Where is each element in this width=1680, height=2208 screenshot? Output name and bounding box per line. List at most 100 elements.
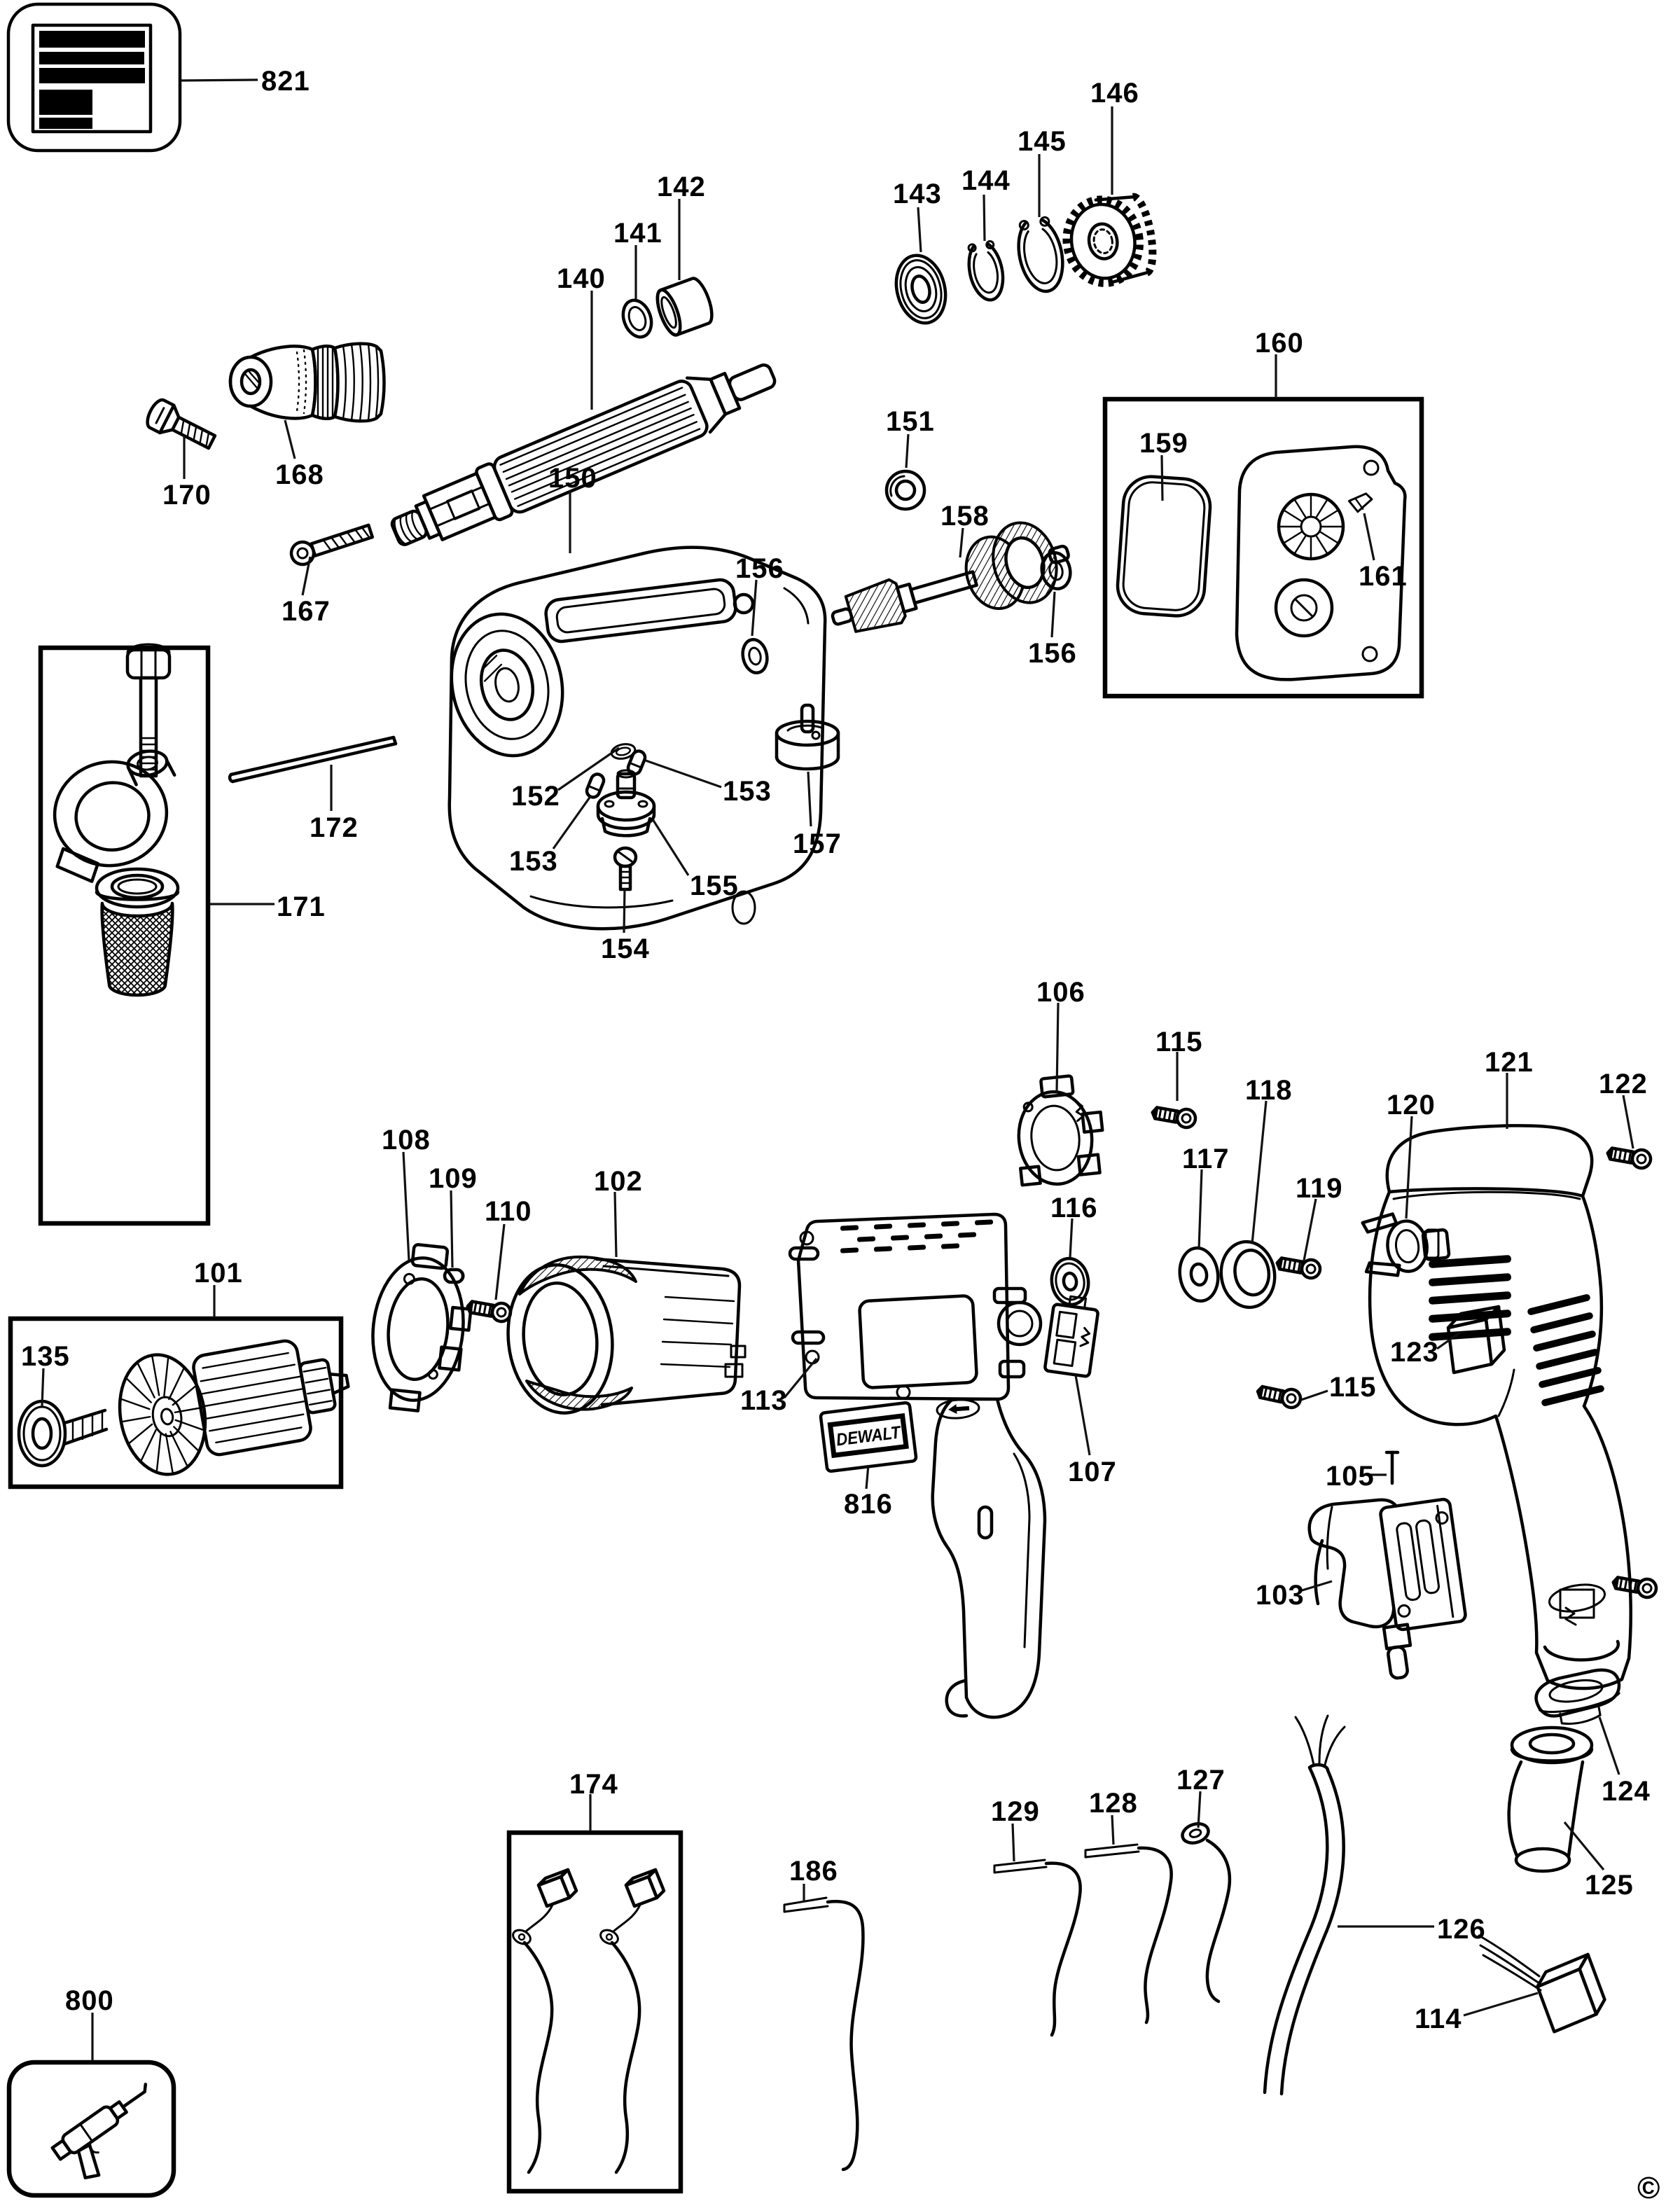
part-label-120: 120 bbox=[1387, 1090, 1436, 1120]
part-label-115-upper: 115 bbox=[1155, 1027, 1203, 1057]
part-label-102: 102 bbox=[594, 1166, 643, 1197]
nameplate-821-drawing bbox=[6, 2, 182, 153]
bearing-156-right-drawing bbox=[1040, 550, 1072, 591]
bearing-143-drawing bbox=[894, 254, 947, 325]
part-label-167: 167 bbox=[282, 596, 331, 627]
field-102-drawing bbox=[506, 1255, 747, 1415]
screw-170-drawing bbox=[146, 398, 217, 450]
bearing-151-drawing bbox=[884, 469, 926, 511]
part-label-151: 151 bbox=[886, 406, 935, 437]
chuck-168-drawing bbox=[228, 342, 386, 423]
housing-screw-lower-drawing bbox=[1611, 1574, 1658, 1599]
part-label-161: 161 bbox=[1359, 561, 1408, 592]
part-label-129: 129 bbox=[991, 1796, 1040, 1827]
part-label-146: 146 bbox=[1090, 78, 1139, 109]
part-label-105: 105 bbox=[1326, 1461, 1375, 1492]
part-label-113: 113 bbox=[740, 1385, 788, 1416]
part-label-156-right: 156 bbox=[1028, 638, 1077, 669]
wire-127-drawing bbox=[1181, 1822, 1232, 2004]
drill-icon-800-drawing bbox=[50, 2083, 148, 2180]
part-label-103: 103 bbox=[1256, 1580, 1305, 1611]
sidehandle-grip-drawing bbox=[95, 867, 180, 997]
part-label-153-left: 153 bbox=[509, 846, 558, 877]
part-label-154: 154 bbox=[601, 933, 650, 964]
housing-113-drawing bbox=[788, 1212, 1047, 1719]
part-label-128: 128 bbox=[1089, 1788, 1138, 1819]
part-label-109: 109 bbox=[429, 1163, 478, 1194]
housing-cover-121-drawing bbox=[1368, 1124, 1632, 1690]
screw-167-drawing bbox=[289, 523, 375, 567]
baffle-108-drawing bbox=[371, 1243, 473, 1412]
washer-117-drawing bbox=[1178, 1246, 1220, 1303]
bearing-116-drawing bbox=[1050, 1256, 1090, 1307]
part-label-126: 126 bbox=[1437, 1914, 1486, 1945]
cam-157-drawing bbox=[775, 703, 840, 771]
part-label-816: 816 bbox=[844, 1489, 893, 1520]
copyright-mark: © bbox=[1637, 2171, 1660, 2205]
part-label-108: 108 bbox=[382, 1125, 431, 1155]
part-label-152: 152 bbox=[511, 781, 560, 812]
plug-114-drawing bbox=[1478, 1934, 1606, 2034]
gearcase-150-drawing bbox=[447, 546, 827, 931]
bearing-156-left-drawing bbox=[741, 638, 769, 674]
part-label-124: 124 bbox=[1602, 1776, 1651, 1807]
bearing-135-drawing bbox=[17, 1399, 67, 1468]
brush-set-174-drawing bbox=[512, 1868, 666, 2174]
part-label-125: 125 bbox=[1585, 1870, 1634, 1901]
part-label-155: 155 bbox=[690, 870, 739, 901]
part-label-141: 141 bbox=[613, 218, 662, 249]
gearshaft-158-drawing bbox=[831, 521, 1070, 633]
screw-110-drawing bbox=[466, 1298, 512, 1323]
cord-guard-125-drawing bbox=[1507, 1726, 1594, 1873]
part-label-171: 171 bbox=[277, 891, 326, 922]
ring-118-drawing bbox=[1219, 1240, 1277, 1310]
screw-122-drawing bbox=[1606, 1144, 1652, 1169]
wire-186-drawing bbox=[783, 1896, 865, 2172]
part-label-142: 142 bbox=[657, 172, 706, 202]
part-label-821: 821 bbox=[261, 66, 310, 97]
screw-161-drawing bbox=[1347, 492, 1373, 513]
part-label-116: 116 bbox=[1050, 1193, 1098, 1223]
cord-126-drawing bbox=[1263, 1714, 1346, 2096]
brush-ring-106-drawing bbox=[1017, 1074, 1104, 1187]
part-label-106: 106 bbox=[1036, 977, 1085, 1008]
part-label-115-lower: 115 bbox=[1329, 1372, 1377, 1403]
part-label-135: 135 bbox=[21, 1341, 70, 1372]
group-box-174 bbox=[506, 1830, 683, 2194]
part-label-158: 158 bbox=[940, 501, 990, 532]
spindle-lock-155-drawing bbox=[596, 769, 656, 838]
part-label-159: 159 bbox=[1139, 428, 1188, 459]
screw-119-drawing bbox=[1275, 1254, 1321, 1279]
group-box-171 bbox=[38, 645, 211, 1226]
cord-clamp-124-drawing bbox=[1534, 1668, 1621, 1725]
sleeve-142-drawing bbox=[655, 277, 714, 337]
group-box-101 bbox=[8, 1316, 344, 1490]
sidehandle-clamp-drawing bbox=[53, 749, 176, 883]
gear-146-drawing bbox=[1062, 193, 1157, 287]
spindle-140-drawing bbox=[390, 363, 777, 546]
part-label-157: 157 bbox=[793, 828, 842, 859]
part-label-168: 168 bbox=[275, 459, 324, 490]
gearcase-back-drawing bbox=[1235, 445, 1407, 681]
part-label-186: 186 bbox=[789, 1856, 838, 1887]
oring-141-drawing bbox=[621, 298, 653, 339]
part-label-117: 117 bbox=[1182, 1144, 1230, 1174]
part-label-172: 172 bbox=[310, 812, 359, 843]
part-label-123: 123 bbox=[1390, 1337, 1439, 1368]
wire-129-drawing bbox=[993, 1859, 1082, 2037]
part-label-156-left: 156 bbox=[735, 553, 784, 584]
part-label-110: 110 bbox=[485, 1196, 532, 1227]
part-label-153-right: 153 bbox=[723, 776, 772, 807]
gasket-159-drawing bbox=[1116, 475, 1212, 618]
screw-115b-drawing bbox=[1256, 1382, 1302, 1409]
ring-145-drawing bbox=[1017, 216, 1064, 293]
group-box-800 bbox=[6, 2060, 176, 2198]
brush-holder-107-drawing bbox=[1043, 1295, 1099, 1378]
part-label-122: 122 bbox=[1599, 1069, 1648, 1099]
leader-lines bbox=[41, 78, 1634, 2061]
screw-115a-drawing bbox=[1151, 1104, 1197, 1129]
part-label-150: 150 bbox=[548, 463, 597, 494]
part-label-121: 121 bbox=[1485, 1047, 1534, 1078]
